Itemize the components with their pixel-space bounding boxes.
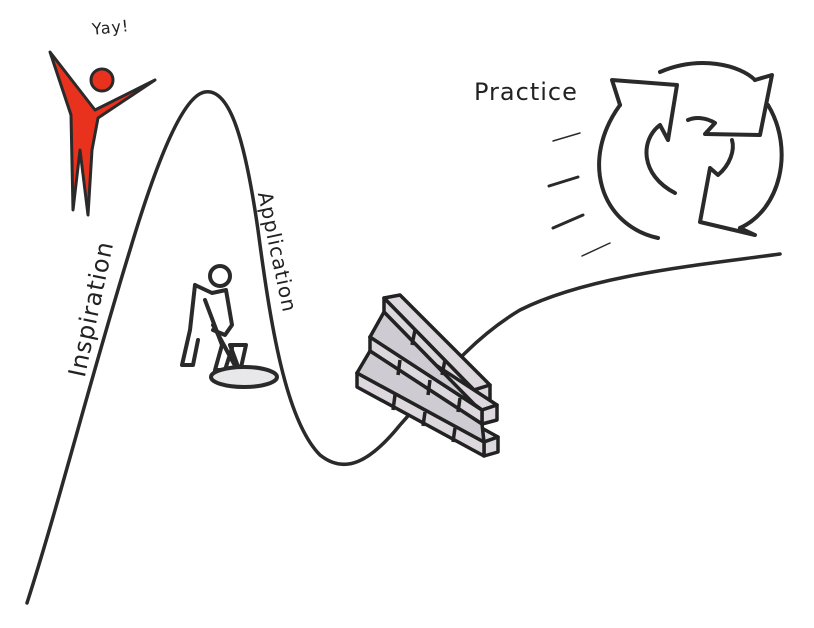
- brick-wall: [355, 293, 500, 458]
- speed-lines: [547, 132, 611, 257]
- cycle-arrows-icon: [597, 61, 784, 240]
- digging-figure: [180, 264, 279, 389]
- stage-label-practice: Practice: [474, 78, 578, 106]
- yay-exclamation: Yay!: [91, 16, 131, 39]
- celebrating-figure: [48, 50, 157, 217]
- journey-curve: [25, 90, 782, 605]
